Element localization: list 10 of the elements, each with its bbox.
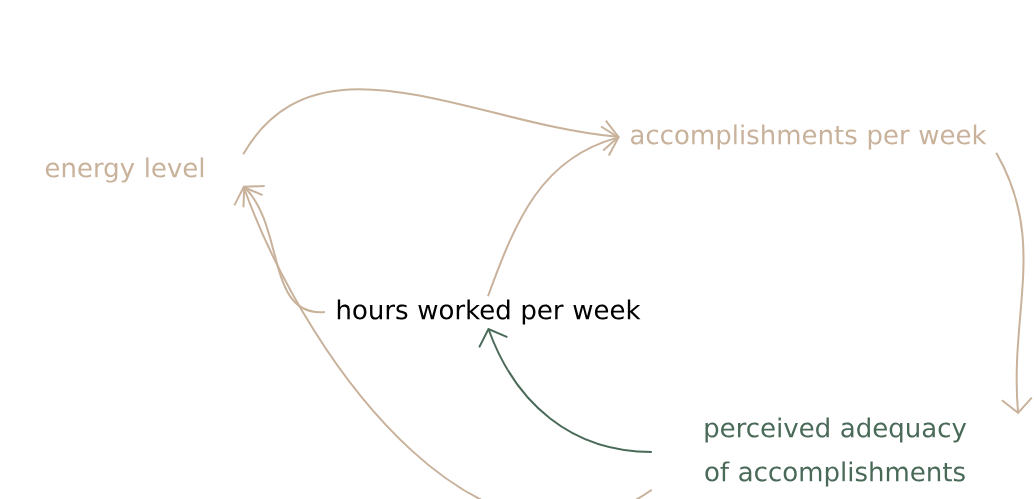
arrow — [242, 185, 326, 313]
arrow — [233, 185, 653, 499]
node-label: accomplishments per week — [631, 124, 987, 150]
node-label: hours worked per week — [337, 299, 641, 325]
node-label: perceived adequacy of accomplishments — [705, 417, 967, 487]
arrow — [478, 327, 653, 453]
node-label: energy level — [45, 157, 204, 183]
arrow — [487, 125, 620, 298]
arrow — [995, 151, 1033, 415]
arrow — [242, 88, 620, 156]
